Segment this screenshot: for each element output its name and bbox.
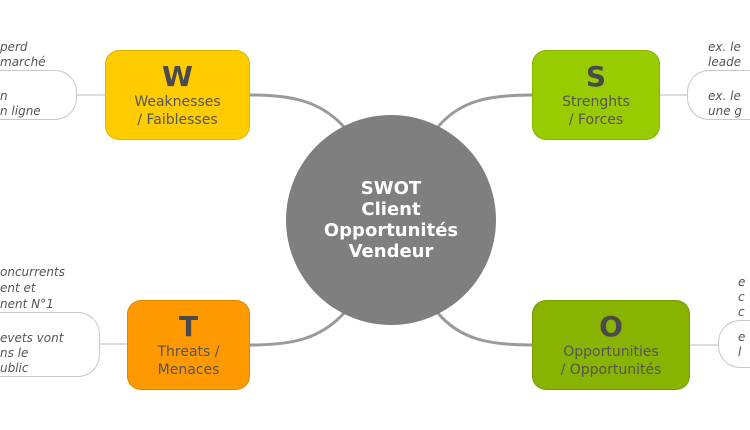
node-letter: W [162, 60, 193, 93]
central-topic[interactable]: SWOT Client Opportunités Vendeur [286, 115, 496, 325]
note-text: ent et [0, 281, 36, 295]
center-line: Opportunités [323, 220, 459, 241]
strengths-node[interactable]: S Strenghts / Forces [532, 50, 660, 140]
note-text: une g [708, 104, 743, 118]
node-label: Threats / [157, 344, 220, 360]
note-text: ex. le [708, 40, 741, 54]
note-text: ex. le [708, 89, 741, 103]
note-text: marché [0, 55, 46, 69]
opportunities-node[interactable]: O Opportunities / Opportunités [532, 300, 690, 390]
note-text: ublic [0, 361, 29, 375]
node-label: / Faiblesses [137, 112, 218, 128]
note-text: perd [0, 40, 28, 54]
node-label: Menaces [157, 362, 220, 378]
center-line: Client [361, 199, 421, 220]
threats-node[interactable]: T Threats / Menaces [127, 300, 250, 390]
node-label: / Forces [568, 112, 624, 128]
note-text: nent N°1 [0, 297, 54, 311]
node-letter: S [585, 60, 607, 93]
note-text: c [738, 290, 745, 304]
center-line: SWOT [360, 178, 422, 199]
note-text: n [0, 89, 8, 103]
note-text: oncurrents [0, 265, 65, 279]
note-text: c [738, 305, 745, 319]
node-label: Weaknesses [134, 94, 221, 110]
note-text: e [738, 275, 746, 289]
note-text: ns le [0, 346, 29, 360]
center-line: Vendeur [348, 241, 434, 262]
note-text: e [738, 330, 746, 344]
note-text: leade [708, 55, 742, 69]
note-bubble[interactable] [0, 70, 77, 120]
note-text: n ligne [0, 104, 41, 118]
note-text: l [738, 345, 742, 359]
node-letter: O [599, 310, 623, 343]
node-label: Opportunities [563, 344, 659, 360]
node-letter: T [178, 310, 199, 343]
node-label: Strenghts [562, 94, 630, 110]
note-bubble[interactable] [687, 70, 750, 120]
note-bubble[interactable] [0, 312, 100, 377]
node-label: / Opportunités [560, 362, 662, 378]
weaknesses-node[interactable]: W Weaknesses / Faiblesses [105, 50, 250, 140]
note-text: evets vont [0, 331, 64, 345]
